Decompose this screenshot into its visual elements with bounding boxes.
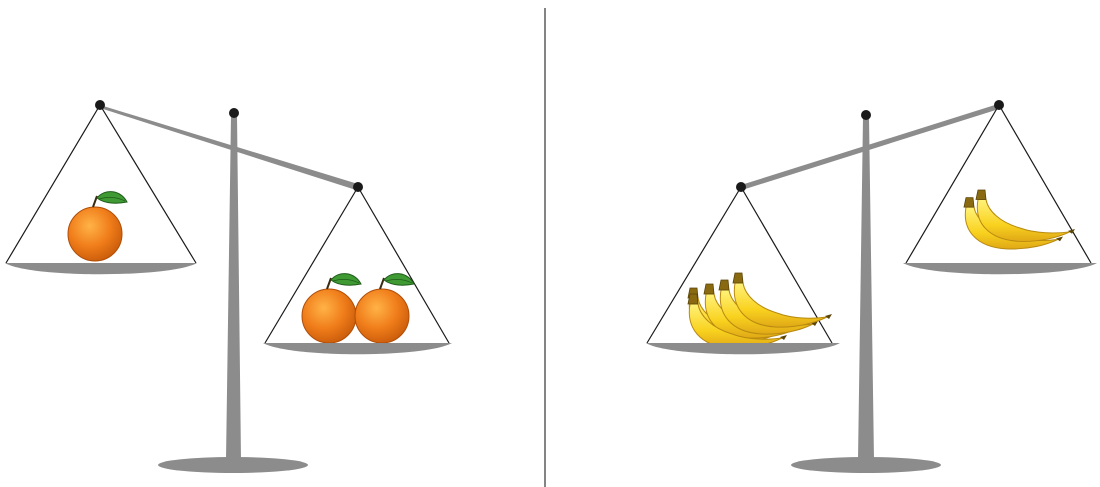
left-pan: [646, 182, 840, 354]
banana-bunch-large: [688, 273, 832, 348]
scale-beam: [100, 105, 358, 190]
scale-post: [858, 117, 874, 460]
orange: [302, 274, 361, 343]
right-pan: [263, 182, 452, 354]
orange: [355, 274, 414, 343]
banana-scale: [646, 100, 1097, 473]
orange: [68, 192, 127, 261]
scale-post: [226, 115, 241, 460]
orange-scale: [5, 100, 452, 473]
scale-pivot: [861, 110, 871, 120]
banana-bunch-small: [964, 190, 1075, 249]
scale-pivot: [229, 108, 239, 118]
